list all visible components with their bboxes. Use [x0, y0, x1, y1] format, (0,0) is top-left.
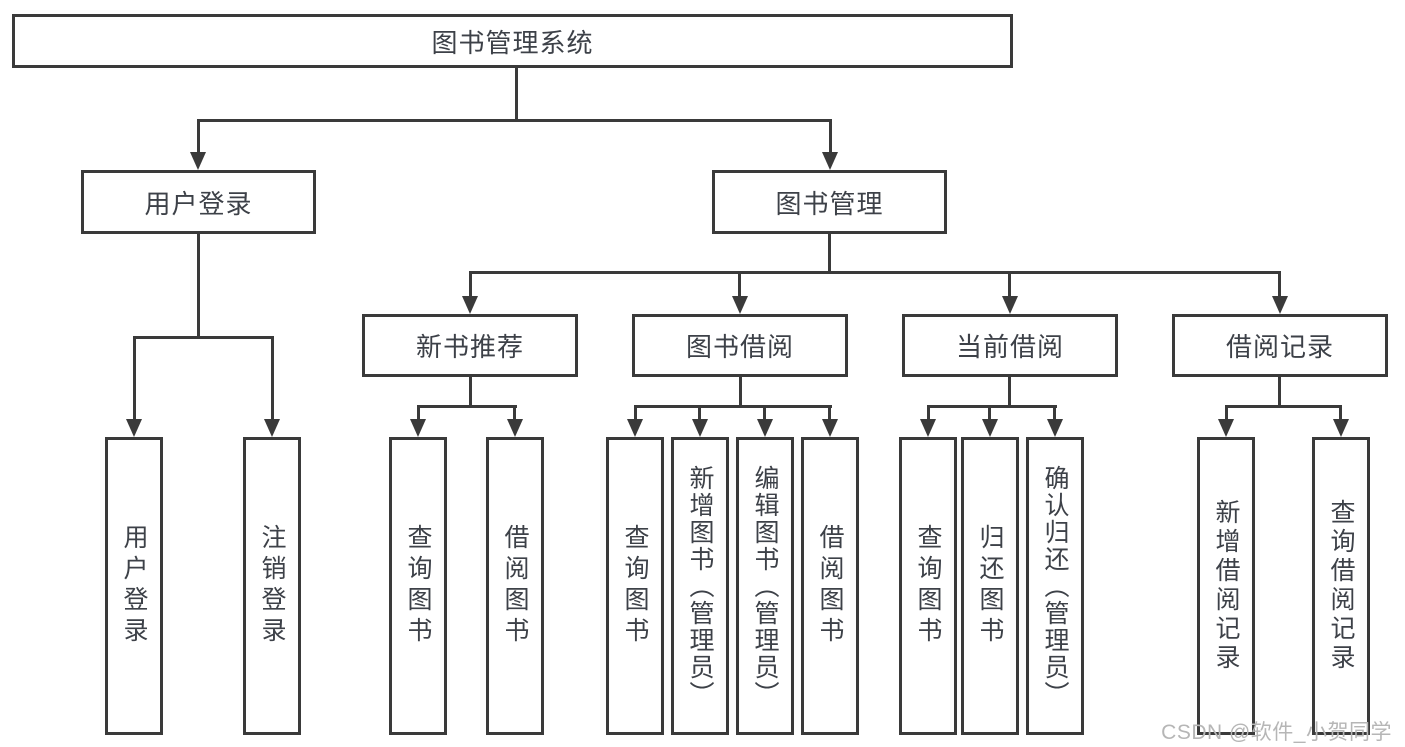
connector-line: [1339, 405, 1342, 421]
connector-line: [1278, 377, 1281, 407]
connector-line: [469, 271, 472, 298]
node-label: 借阅记录: [1225, 332, 1334, 362]
connector-line: [927, 405, 930, 421]
node-label: 当前借阅: [955, 332, 1064, 362]
arrowhead-down-icon: [462, 296, 478, 314]
connector-line: [988, 405, 991, 421]
arrowhead-down-icon: [1333, 419, 1349, 437]
arrowhead-down-icon: [410, 419, 426, 437]
node-label: 借阅图书: [816, 524, 844, 648]
connector-line: [828, 405, 831, 421]
node-book-borrow: 图书借阅: [632, 314, 848, 377]
connector-line: [1225, 405, 1342, 408]
arrowhead-down-icon: [507, 419, 523, 437]
node-label: 新增图书（管理员）: [686, 464, 714, 708]
node-leaf-add-borrow-record: 新增借阅记录: [1197, 437, 1255, 735]
connector-line: [1053, 405, 1056, 421]
connector-line: [417, 405, 517, 408]
node-label: 注销登录: [258, 524, 286, 648]
node-label: 借阅图书: [501, 524, 529, 648]
arrowhead-down-icon: [1047, 419, 1063, 437]
node-label: 图书借阅: [685, 332, 794, 362]
arrowhead-down-icon: [1218, 419, 1234, 437]
node-leaf-query-borrow-record: 查询借阅记录: [1312, 437, 1370, 735]
connector-line: [829, 119, 832, 154]
node-book-management: 图书管理: [712, 170, 947, 234]
node-new-book-recommend: 新书推荐: [362, 314, 578, 377]
csdn-watermark: CSDN @软件_小贺同学: [1161, 721, 1392, 744]
node-label: 图书管理系统: [431, 27, 594, 58]
connector-line: [197, 234, 200, 338]
connector-line: [828, 234, 831, 273]
connector-line: [513, 405, 516, 421]
connector-line: [197, 119, 200, 154]
connector-line: [739, 377, 742, 407]
connector-line: [1278, 271, 1281, 298]
connector-line: [133, 336, 274, 339]
connector-line: [738, 271, 741, 298]
connector-line: [197, 119, 832, 122]
node-borrow-records: 借阅记录: [1172, 314, 1388, 377]
arrowhead-down-icon: [1272, 296, 1288, 314]
connector-line: [271, 336, 274, 421]
node-root-library-system: 图书管理系统: [12, 14, 1013, 68]
node-label: 新书推荐: [415, 332, 524, 362]
connector-line: [698, 405, 701, 421]
node-leaf-borrow-book-2: 借阅图书: [801, 437, 859, 735]
node-label: 用户登录: [120, 524, 148, 648]
connector-line: [1008, 377, 1011, 407]
connector-line: [133, 336, 136, 421]
node-leaf-query-book-3: 查询图书: [899, 437, 957, 735]
connector-line: [634, 405, 832, 408]
node-label: 确认归还（管理员）: [1041, 464, 1069, 708]
connector-line: [763, 405, 766, 421]
arrowhead-down-icon: [264, 419, 280, 437]
node-leaf-user-login: 用户登录: [105, 437, 163, 735]
arrowhead-down-icon: [126, 419, 142, 437]
node-leaf-confirm-return-admin: 确认归还（管理员）: [1026, 437, 1084, 735]
connector-line: [634, 405, 637, 421]
arrowhead-down-icon: [627, 419, 643, 437]
node-label: 查询图书: [621, 524, 649, 648]
connector-line: [1008, 271, 1011, 298]
node-leaf-logout: 注销登录: [243, 437, 301, 735]
arrowhead-down-icon: [1002, 296, 1018, 314]
connector-line: [417, 405, 420, 421]
node-leaf-add-book-admin: 新增图书（管理员）: [671, 437, 729, 735]
arrowhead-down-icon: [190, 152, 206, 170]
arrowhead-down-icon: [822, 152, 838, 170]
node-label: 用户登录: [144, 188, 253, 219]
node-label: 图书管理: [775, 188, 884, 219]
node-label: 归还图书: [976, 524, 1004, 648]
arrowhead-down-icon: [822, 419, 838, 437]
arrowhead-down-icon: [732, 296, 748, 314]
node-label: 新增借阅记录: [1212, 499, 1240, 673]
arrowhead-down-icon: [982, 419, 998, 437]
connector-line: [469, 377, 472, 407]
node-label: 查询图书: [404, 524, 432, 648]
node-leaf-query-book-1: 查询图书: [389, 437, 447, 735]
connector-line: [469, 271, 1281, 274]
node-leaf-edit-book-admin: 编辑图书（管理员）: [736, 437, 794, 735]
node-leaf-query-book-2: 查询图书: [606, 437, 664, 735]
arrowhead-down-icon: [757, 419, 773, 437]
arrowhead-down-icon: [692, 419, 708, 437]
node-leaf-return-book: 归还图书: [961, 437, 1019, 735]
node-leaf-borrow-book-1: 借阅图书: [486, 437, 544, 735]
arrowhead-down-icon: [920, 419, 936, 437]
node-label: 查询借阅记录: [1327, 499, 1355, 673]
connector-line: [927, 405, 1057, 408]
node-user-login: 用户登录: [81, 170, 316, 234]
node-label: 查询图书: [914, 524, 942, 648]
node-current-borrow: 当前借阅: [902, 314, 1118, 377]
node-label: 编辑图书（管理员）: [751, 464, 779, 708]
connector-line: [1225, 405, 1228, 421]
connector-line: [515, 67, 518, 119]
